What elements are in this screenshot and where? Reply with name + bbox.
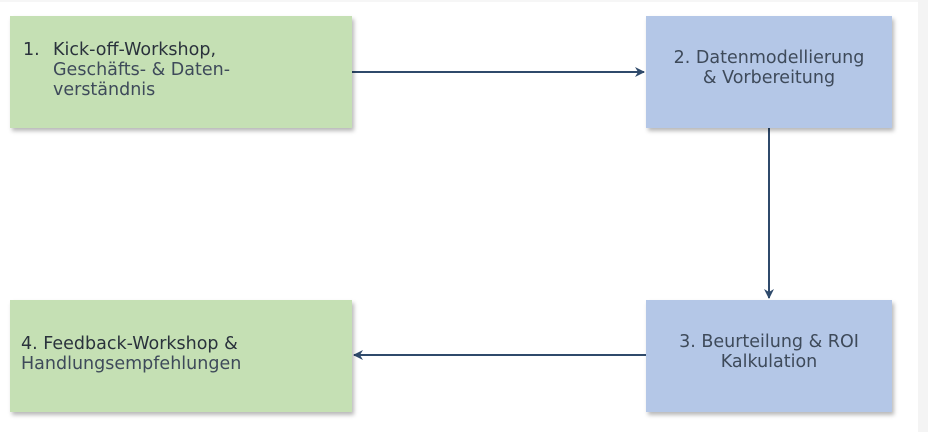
step-3-beurteilung-box: 3. Beurteilung & ROI Kalkulation bbox=[646, 300, 892, 412]
step-1-number: 1. bbox=[23, 40, 40, 60]
step-1-kickoff-box: 1. Kick-off-Workshop, Geschäfts- & Daten-… bbox=[10, 16, 352, 128]
step-2-line-1: 2. Datenmodellierung bbox=[673, 48, 865, 68]
step-2-line-2: & Vorbereitung bbox=[702, 68, 836, 88]
step-1-subtitle-line-2: verständnis bbox=[53, 80, 156, 100]
step-3-line-2: Kalkulation bbox=[720, 352, 818, 372]
top-edge bbox=[0, 0, 918, 2]
right-edge-strip bbox=[918, 0, 928, 432]
step-1-subtitle-line-1: Geschäfts- & Daten- bbox=[53, 60, 231, 80]
step-3-line-1: 3. Beurteilung & ROI bbox=[679, 332, 859, 352]
step-2-datenmodellierung-box: 2. Datenmodellierung & Vorbereitung bbox=[646, 16, 892, 128]
step-1-title-line: 1. Kick-off-Workshop, bbox=[23, 40, 352, 60]
step-4-feedback-box: 4. Feedback-Workshop & Handlungsempfehlu… bbox=[10, 300, 352, 412]
step-1-title: Kick-off-Workshop, bbox=[53, 40, 217, 60]
step-4-line-1: 4. Feedback-Workshop & bbox=[21, 334, 238, 354]
step-4-line-2: Handlungsempfehlungen bbox=[21, 354, 242, 374]
